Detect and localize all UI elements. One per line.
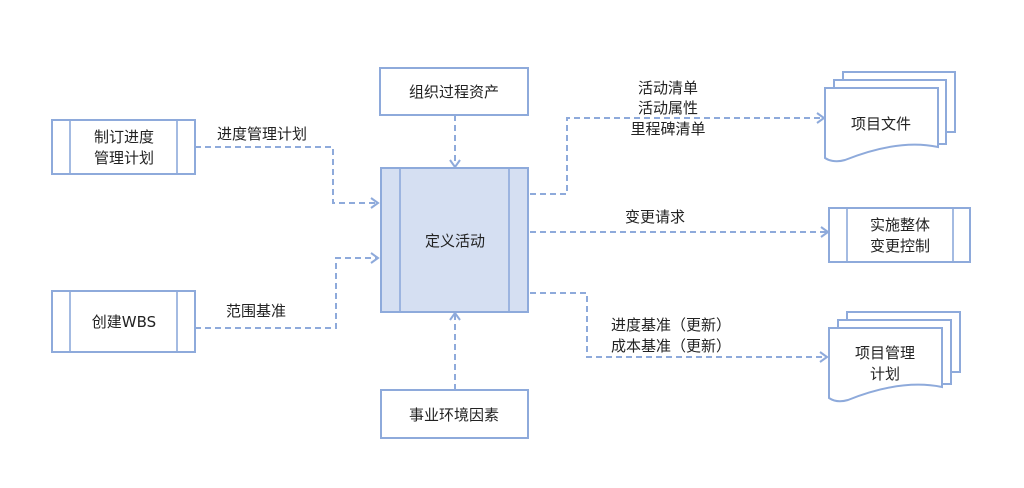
flow-label: 进度基准（更新） — [611, 316, 731, 334]
process-box-integrated-change-control: 实施整体 变更控制 — [828, 207, 971, 263]
box-label: 创建WBS — [92, 313, 156, 331]
doc-label: 项目管理 — [855, 344, 915, 362]
doc-label: 项目文件 — [851, 115, 911, 133]
flow-eef — [449, 311, 461, 390]
flow-label: 活动属性 — [638, 99, 698, 117]
document-stack-project-documents: 项目文件 — [824, 71, 956, 163]
box-label: 事业环境因素 — [409, 406, 499, 424]
flow-label: 变更请求 — [625, 208, 685, 226]
box-label: 变更控制 — [870, 237, 930, 255]
box-label: 制订进度 — [94, 128, 154, 146]
center-label: 定义活动 — [425, 232, 485, 250]
flow-label: 范围基准 — [226, 302, 286, 320]
box-label: 管理计划 — [94, 149, 154, 167]
flow-label: 进度管理计划 — [217, 125, 307, 143]
flow-baseline-updates: 进度基准（更新） 成本基准（更新） — [530, 292, 829, 363]
flow-label: 里程碑清单 — [630, 120, 705, 138]
box-label: 组织过程资产 — [409, 83, 499, 101]
flow-scope-baseline: 范围基准 — [195, 252, 380, 329]
flow-activity-outputs: 活动清单 活动属性 里程碑清单 — [530, 79, 826, 195]
process-box-plan-schedule-management: 制订进度 管理计划 — [51, 119, 196, 175]
flow-label: 成本基准（更新） — [611, 337, 731, 355]
center-process-define-activities: 定义活动 — [380, 167, 529, 313]
flow-opa — [449, 115, 461, 169]
flow-schedule-management-plan: 进度管理计划 — [195, 125, 380, 209]
flow-change-requests: 变更请求 — [530, 208, 830, 238]
document-stack-project-management-plan: 项目管理 计划 — [828, 311, 961, 403]
doc-label: 计划 — [870, 365, 900, 383]
flow-label: 活动清单 — [638, 79, 698, 97]
process-box-create-wbs: 创建WBS — [51, 290, 196, 353]
input-box-enterprise-environmental-factors: 事业环境因素 — [380, 389, 529, 439]
box-label: 实施整体 — [870, 216, 930, 234]
input-box-organizational-process-assets: 组织过程资产 — [379, 67, 529, 116]
